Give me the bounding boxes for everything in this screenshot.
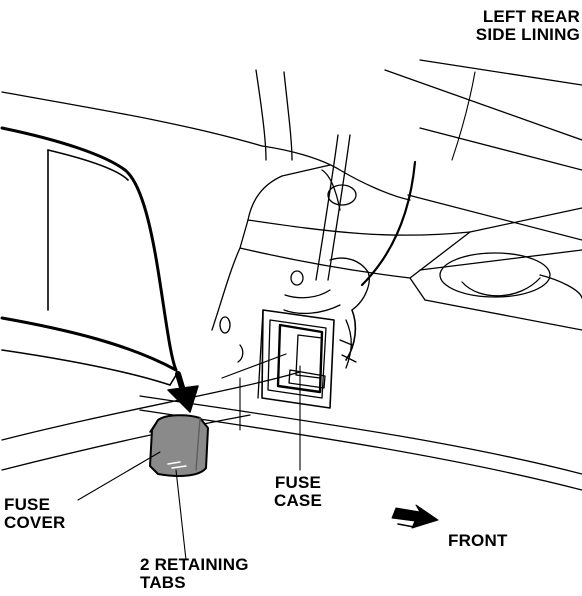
- label-left-rear-side-lining: LEFT REAR SIDE LINING: [475, 7, 580, 44]
- label-front: FRONT: [448, 531, 508, 550]
- wiring-harness: [219, 309, 357, 369]
- side-lining-structure: [211, 145, 582, 331]
- fuse-cover: [149, 414, 209, 477]
- fuse-case: [257, 309, 335, 409]
- label-retaining-tabs: 2 RETAINING TABS: [140, 555, 249, 592]
- leader-lines: [77, 71, 476, 561]
- seat-back-panel: [0, 126, 179, 386]
- label-fuse-cover: FUSE COVER: [4, 495, 66, 532]
- pillar-lines: [255, 69, 417, 315]
- front-direction-arrow: [391, 504, 439, 529]
- label-fuse-case: FUSE CASE: [273, 473, 323, 510]
- body-panel-lines: [1, 59, 582, 491]
- removal-arrow: [167, 371, 199, 413]
